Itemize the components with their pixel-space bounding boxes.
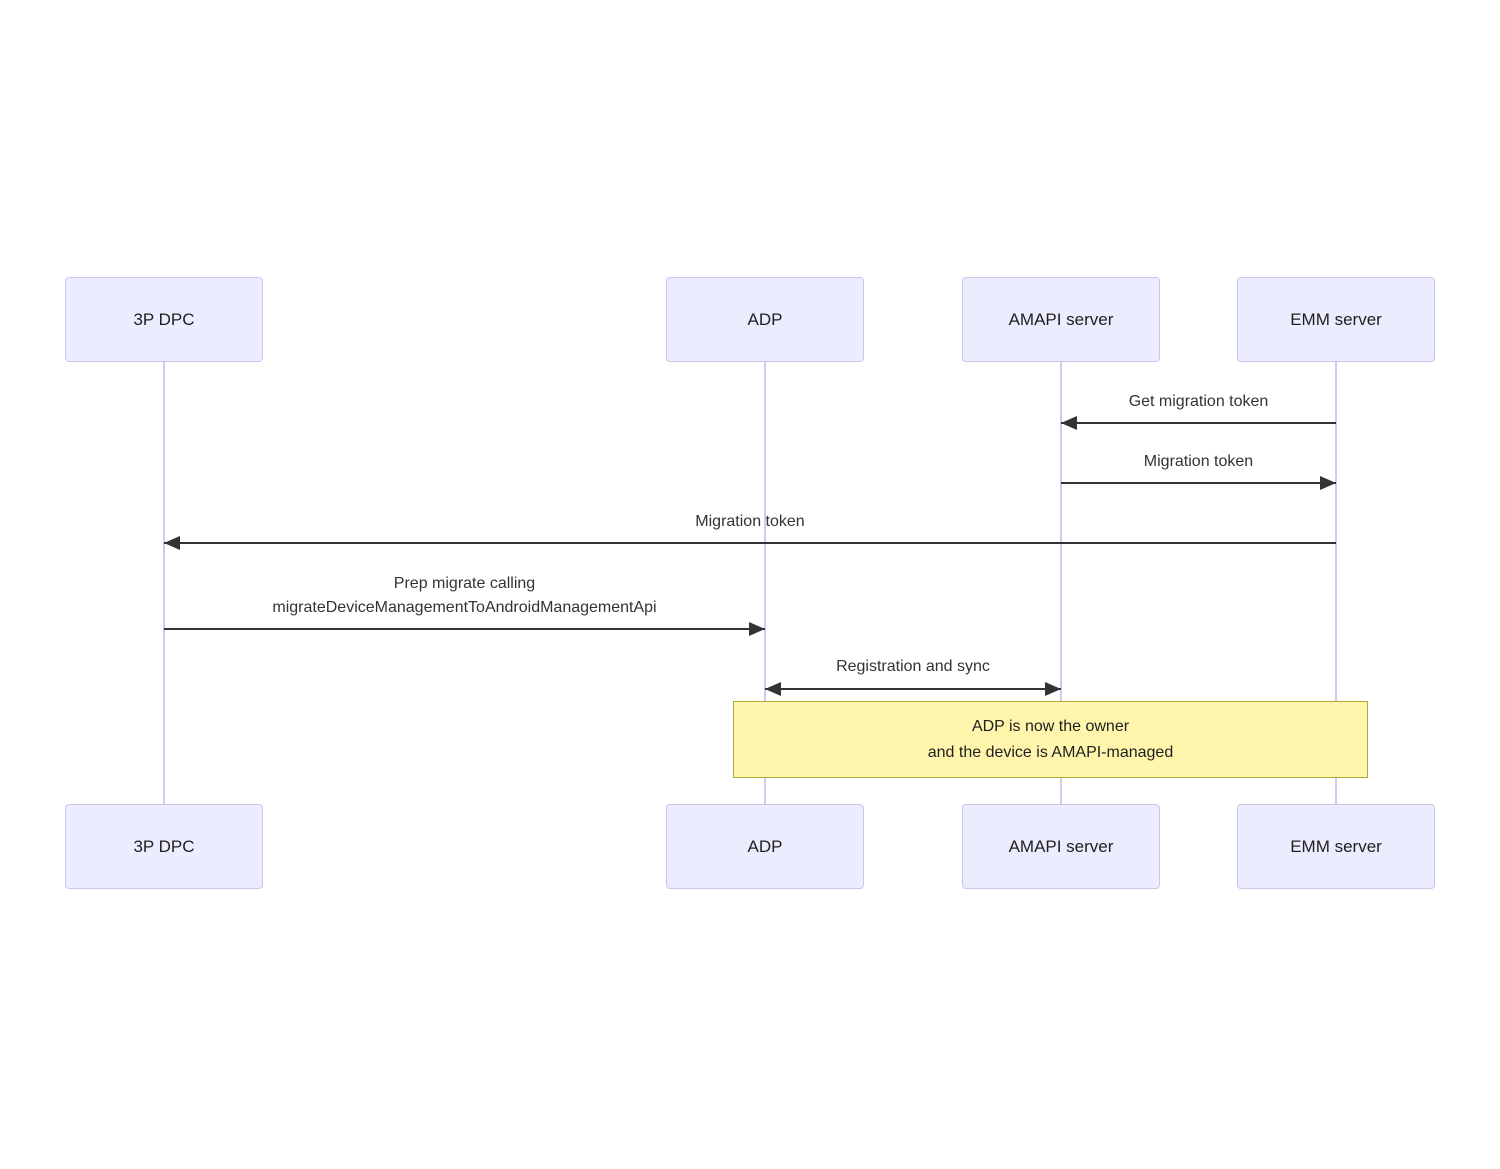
- message-5-label: Registration and sync: [836, 658, 990, 675]
- actor-label: ADP: [747, 836, 783, 856]
- message-4-arrowhead-right-icon: [749, 622, 765, 636]
- actor-label: EMM server: [1290, 836, 1382, 856]
- message-4-label: Prep migrate calling migrateDeviceManage…: [164, 572, 765, 620]
- actor-label: EMM server: [1290, 309, 1382, 329]
- note-line-2: and the device is AMAPI-managed: [927, 743, 1174, 761]
- message-4-line: [164, 628, 765, 630]
- message-3-arrowhead-left-icon: [164, 536, 180, 550]
- message-1-label: Get migration token: [1128, 393, 1269, 410]
- actor-3p-dpc-top: 3P DPC: [65, 277, 263, 362]
- message-5-arrowhead-left-icon: [765, 682, 781, 696]
- message-1-line: [1061, 422, 1336, 424]
- lifeline-emm-server: [1335, 362, 1337, 804]
- message-5-line: [765, 688, 1061, 690]
- actor-label: AMAPI server: [1008, 836, 1114, 856]
- message-2-label: Migration token: [1143, 453, 1254, 470]
- message-2-line: [1061, 482, 1336, 484]
- message-1-arrowhead-left-icon: [1061, 416, 1077, 430]
- note-box: ADP is now the owner and the device is A…: [733, 701, 1368, 778]
- actor-label: ADP: [747, 309, 783, 329]
- message-4-label-line-2: migrateDeviceManagementToAndroidManageme…: [272, 599, 657, 616]
- actor-label: 3P DPC: [133, 309, 195, 329]
- actor-label: 3P DPC: [133, 836, 195, 856]
- lifeline-amapi-server: [1060, 362, 1062, 804]
- message-3-line: [164, 542, 1336, 544]
- actor-emm-server-bottom: EMM server: [1237, 804, 1435, 889]
- actor-adp-bottom: ADP: [666, 804, 864, 889]
- actor-label: AMAPI server: [1008, 309, 1114, 329]
- message-3-label: Migration token: [695, 513, 805, 530]
- lifeline-adp: [764, 362, 766, 804]
- message-4-label-line-1: Prep migrate calling: [393, 575, 536, 592]
- message-5-arrowhead-right-icon: [1045, 682, 1061, 696]
- actor-3p-dpc-bottom: 3P DPC: [65, 804, 263, 889]
- lifeline-3p-dpc: [163, 362, 165, 804]
- actor-amapi-server-bottom: AMAPI server: [962, 804, 1160, 889]
- message-2-arrowhead-right-icon: [1320, 476, 1336, 490]
- actor-amapi-server-top: AMAPI server: [962, 277, 1160, 362]
- actor-emm-server-top: EMM server: [1237, 277, 1435, 362]
- actor-adp-top: ADP: [666, 277, 864, 362]
- note-line-1: ADP is now the owner: [971, 717, 1130, 735]
